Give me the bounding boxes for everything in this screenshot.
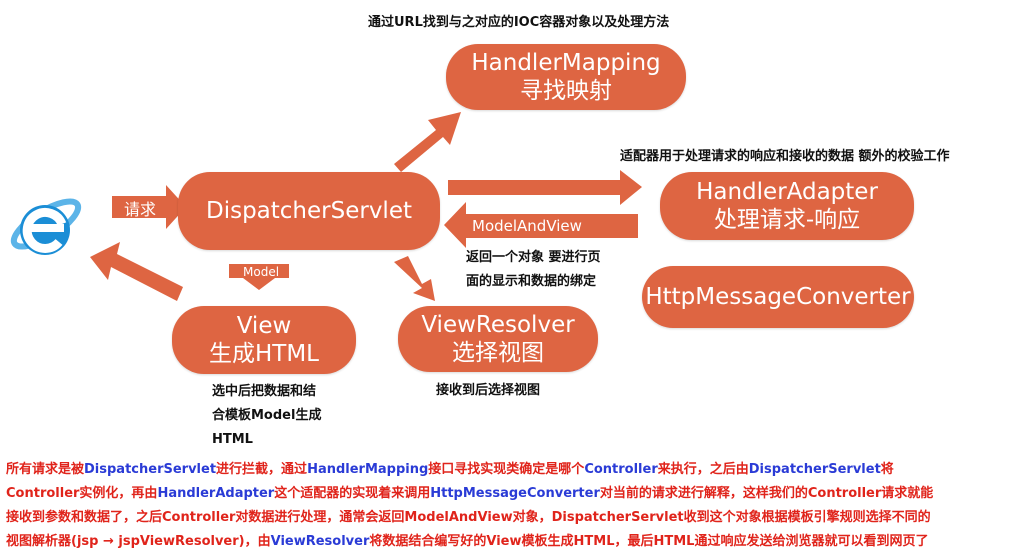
model-arrow (229, 264, 289, 290)
to-handler-mapping-arrow (394, 112, 461, 172)
node-label: HttpMessageConverter (645, 284, 911, 310)
handler-adapter-note: 适配器用于处理请求的响应和接收的数据 额外的校验工作 (620, 149, 950, 164)
response-arrow (90, 242, 183, 301)
node-title: View (236, 313, 292, 339)
node-subtitle: 寻找映射 (520, 78, 612, 104)
model-and-view-label: ModelAndView (472, 217, 582, 235)
handler-mapping-node[interactable]: HandlerMapping 寻找映射 (446, 44, 686, 110)
summary-segment: 所有请求是被 (6, 462, 85, 477)
node-label: DispatcherServlet (205, 198, 412, 224)
summary-segment: 这个适配器的实现着来调用 (274, 486, 431, 501)
view-note: 选中后把数据和结 合模板Model生成 HTML (212, 380, 321, 452)
model-and-view-arrow (444, 202, 638, 248)
handler-mapping-note: 通过URL找到与之对应的IOC容器对象以及处理方法 (368, 15, 670, 30)
summary-highlight: DispatcherServlet (748, 462, 881, 477)
request-arrow (112, 185, 186, 229)
browser-icon[interactable] (4, 186, 88, 268)
summary-line: 接收到参数和数据了，之后Controller对数据进行处理，通常会返回Model… (6, 506, 1022, 530)
http-message-converter-node[interactable]: HttpMessageConverter (642, 266, 914, 328)
view-node[interactable]: View 生成HTML (172, 306, 356, 374)
model-and-view-note: 返回一个对象 要进行页 面的显示和数据的绑定 (466, 246, 601, 294)
summary-segment: Controller实例化，再由 (6, 486, 158, 501)
summary-highlight: DispatcherServlet (84, 462, 217, 477)
summary-highlight: HttpMessageConverter (430, 486, 600, 501)
summary-segment: 视图解析器(jsp → jspViewResolver)，由 (6, 534, 271, 549)
summary-segment: 将数据结合编写好的View模板生成HTML，最后HTML通过响应发送给浏览器就可… (369, 534, 929, 549)
summary-highlight: HandlerMapping (307, 462, 429, 477)
summary-segment: 将 (880, 462, 894, 477)
note-line: 面的显示和数据的绑定 (466, 274, 597, 289)
model-label: Model (243, 265, 280, 279)
request-label: 请求 (124, 200, 157, 219)
summary-segment: 对当前的请求进行解释，这样我们的Controller请求就能 (599, 486, 934, 501)
node-subtitle: 处理请求-响应 (713, 207, 861, 233)
node-subtitle: 选择视图 (452, 340, 544, 366)
summary-line: 所有请求是被DispatcherServlet进行拦截，通过HandlerMap… (6, 458, 1022, 482)
summary-highlight: Controller (584, 462, 658, 477)
note-line: HTML (212, 432, 253, 447)
view-resolver-note: 接收到后选择视图 (436, 383, 541, 398)
summary-line: 视图解析器(jsp → jspViewResolver)，由ViewResolv… (6, 530, 1022, 554)
to-handler-adapter-arrow (448, 170, 642, 205)
summary-segment: 来执行，之后由 (657, 462, 749, 477)
note-line: 合模板Model生成 (212, 408, 322, 423)
summary-segment: 进行拦截，通过 (216, 462, 308, 477)
node-title: ViewResolver (421, 312, 575, 338)
summary-segment: 接收到参数和数据了，之后Controller对数据进行处理，通常会返回Model… (6, 510, 931, 525)
note-line: 返回一个对象 要进行页 (466, 250, 601, 265)
node-subtitle: 生成HTML (208, 341, 319, 367)
summary-paragraph: 所有请求是被DispatcherServlet进行拦截，通过HandlerMap… (6, 458, 1022, 554)
summary-segment: 接口寻找实现类确定是哪个 (428, 462, 585, 477)
node-title: HandlerMapping (471, 50, 661, 76)
view-resolver-node[interactable]: ViewResolver 选择视图 (398, 306, 598, 372)
to-view-resolver-arrow (394, 256, 435, 301)
summary-line: Controller实例化，再由HandlerAdapter这个适配器的实现着来… (6, 482, 1022, 506)
handler-adapter-node[interactable]: HandlerAdapter 处理请求-响应 (660, 172, 914, 240)
dispatcher-servlet-node[interactable]: DispatcherServlet (178, 172, 440, 250)
summary-highlight: HandlerAdapter (157, 486, 275, 501)
summary-highlight: ViewResolver (270, 534, 370, 549)
internet-explorer-icon (10, 198, 82, 255)
note-line: 选中后把数据和结 (212, 384, 317, 399)
node-title: HandlerAdapter (696, 179, 878, 205)
